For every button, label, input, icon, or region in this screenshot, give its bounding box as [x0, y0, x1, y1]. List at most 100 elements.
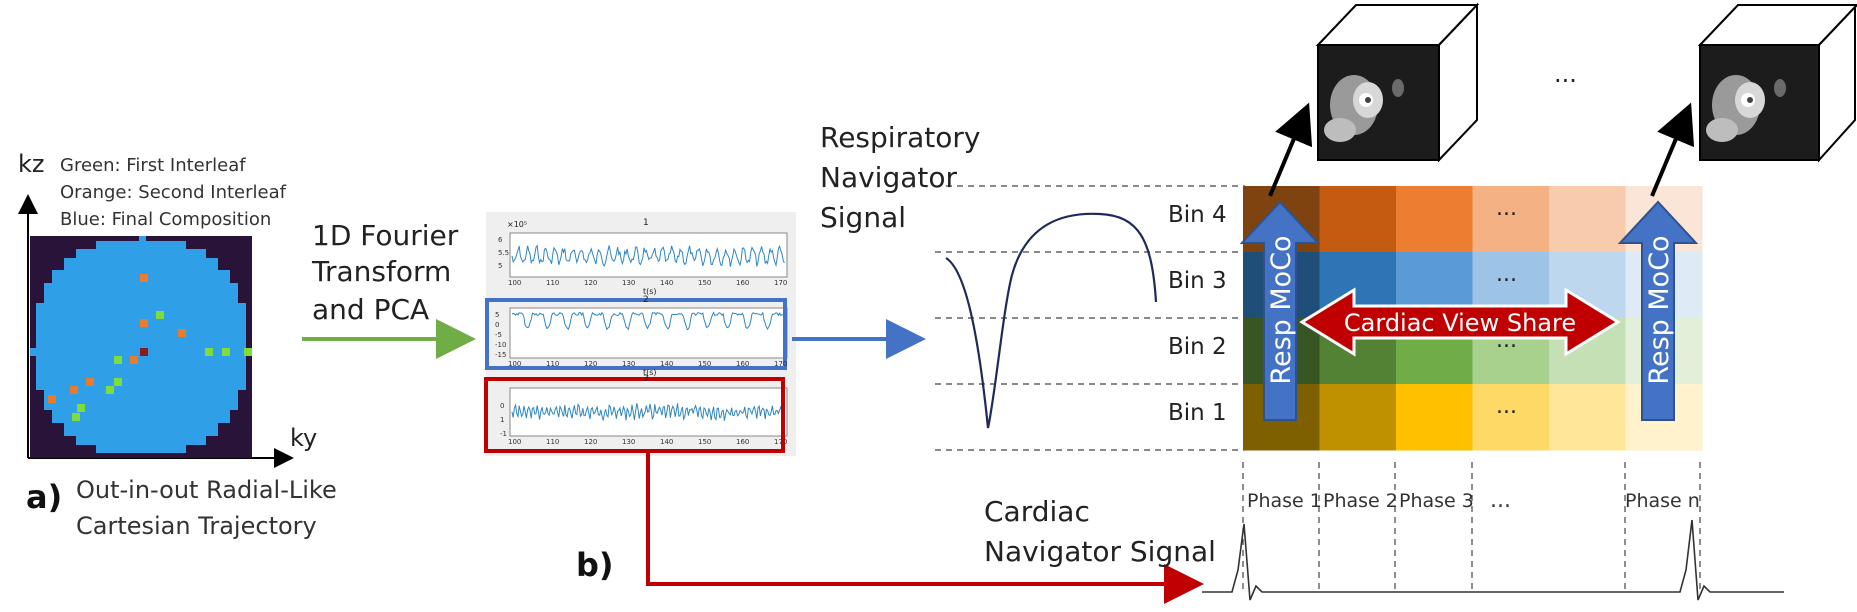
- resp-moco-label-left: Resp MoCo: [1266, 235, 1297, 384]
- respiratory-highlight: [485, 298, 787, 370]
- plot-tick-label: 170: [774, 279, 788, 287]
- processing-line2: Transform: [312, 255, 452, 288]
- phase-label-1: Phase 1: [1247, 490, 1322, 512]
- plot-tick-label: 5: [495, 311, 500, 319]
- plot-tick-label: 100: [508, 279, 522, 287]
- part-a-caption-line1: Out-in-out Radial-Like: [76, 476, 337, 504]
- respiratory-label-line1: Respiratory: [820, 121, 981, 154]
- grid-cell: [1396, 384, 1473, 451]
- plot-tick-label: 170: [774, 360, 788, 368]
- phase-label-ellipsis: ...: [1490, 488, 1511, 513]
- processing-line3: and PCA: [312, 293, 430, 326]
- mri-cube-left: [1315, 2, 1480, 163]
- plot-tick-label: 160: [736, 360, 750, 368]
- plot-tick-label: 130: [622, 279, 636, 287]
- plot-tick-label: 110: [546, 279, 560, 287]
- respiratory-waveform: [945, 212, 1158, 429]
- plot-panel: [484, 212, 796, 456]
- plot-tick-label: 6: [498, 236, 503, 244]
- resp-moco-arrow-right: [1617, 200, 1699, 421]
- plot1-title: 1: [643, 218, 649, 228]
- plot2-xlabel: t(s): [643, 368, 657, 377]
- mri-cube-right: [1697, 4, 1857, 163]
- plot-tick-label: -1: [500, 430, 507, 438]
- respiratory-label-line3: Signal: [820, 201, 907, 234]
- plot-tick-label: 100: [508, 438, 522, 446]
- resp-moco-arrow-left: [1239, 200, 1321, 421]
- plot-tick-label: 170: [774, 438, 788, 446]
- phase-dividers: [1242, 462, 1701, 590]
- bin-dividers: [935, 185, 1245, 451]
- plot-tick-label: 120: [584, 279, 598, 287]
- plot-tick-label: 0: [500, 402, 505, 410]
- ky-axis-label: ky: [290, 424, 318, 452]
- grid-cell: [1319, 186, 1397, 253]
- grid-ellipsis-bin2: ...: [1496, 328, 1517, 353]
- cardiac-view-share-label: Cardiac View Share: [1344, 309, 1576, 337]
- grid-cell: [1396, 186, 1473, 253]
- plot-tick-label: 140: [660, 279, 674, 287]
- plot-tick-label: 5.5: [498, 249, 510, 257]
- plot-tick-label: 1: [500, 416, 505, 424]
- grid-cell: [1472, 186, 1550, 253]
- part-a-letter: a): [26, 478, 63, 516]
- plot1-exponent: ×10⁵: [507, 220, 528, 229]
- plot-tick-label: 140: [660, 360, 674, 368]
- plot-tick-label: 120: [584, 360, 598, 368]
- kspace-panel: [30, 236, 252, 458]
- part-a-caption-line2: Cartesian Trajectory: [76, 512, 317, 540]
- legend-green: Green: First Interleaf: [60, 155, 246, 176]
- ecg-waveform: [1202, 519, 1784, 601]
- plot2-title: 2: [643, 295, 649, 305]
- plot-tick-label: 110: [546, 438, 560, 446]
- resp-moco-label-right: Resp MoCo: [1644, 235, 1675, 384]
- processing-line1: 1D Fourier: [312, 219, 459, 252]
- bin-label-1: Bin 1: [1168, 400, 1227, 426]
- plot-tick-label: -10: [495, 341, 507, 349]
- bin-label-3: Bin 3: [1168, 268, 1227, 294]
- bin-label-4: Bin 4: [1168, 202, 1227, 228]
- plot-tick-label: 150: [698, 360, 712, 368]
- plot-tick-label: 150: [698, 438, 712, 446]
- grid-ellipsis-bin4: ...: [1496, 196, 1517, 221]
- respiratory-label-line2: Navigator: [820, 161, 958, 194]
- legend-blue: Blue: Final Composition: [60, 209, 272, 230]
- plot-tick-label: 130: [622, 438, 636, 446]
- bin-label-2: Bin 2: [1168, 334, 1227, 360]
- plot-tick-label: -5: [495, 331, 502, 339]
- plot3-title: 3: [643, 374, 649, 384]
- grid-cell: [1549, 186, 1626, 253]
- part-b-letter: b): [576, 546, 614, 584]
- plot-tick-label: 160: [736, 438, 750, 446]
- arrow-to-cube-left: [1268, 102, 1313, 197]
- plot-tick-label: 100: [508, 360, 522, 368]
- cardiac-view-share-arrow: [1299, 287, 1621, 357]
- plot1-xlabel: t(s): [643, 287, 657, 296]
- phase-label-3: Phase 3: [1399, 490, 1474, 512]
- cardiac-highlight: [484, 377, 785, 453]
- plot-tick-label: 130: [622, 360, 636, 368]
- grid-ellipsis-bin3: ...: [1496, 262, 1517, 287]
- plot-tick-label: 110: [546, 360, 560, 368]
- plot-tick-label: 140: [660, 438, 674, 446]
- plot-tick-label: 0: [495, 321, 500, 329]
- cardiac-label-line2: Navigator Signal: [984, 535, 1216, 568]
- legend-orange: Orange: Second Interleaf: [60, 182, 286, 203]
- phase-label-n: Phase n: [1625, 490, 1700, 512]
- plot-tick-label: 160: [736, 279, 750, 287]
- kz-axis-label: kz: [18, 150, 45, 178]
- plot-tick-label: 150: [698, 279, 712, 287]
- plot-tick-label: -15: [495, 351, 507, 359]
- grid-cell: [1549, 384, 1626, 451]
- plot-tick-label: 120: [584, 438, 598, 446]
- cardiac-label-line1: Cardiac: [984, 495, 1090, 528]
- plot-tick-label: 5: [498, 262, 503, 270]
- grid-cell: [1472, 384, 1550, 451]
- grid-cell: [1319, 384, 1397, 451]
- phase-label-2: Phase 2: [1323, 490, 1398, 512]
- cardiac-arrow: [646, 453, 1204, 604]
- grid-ellipsis-bin1: ...: [1496, 394, 1517, 419]
- cube-ellipsis: ...: [1554, 60, 1577, 88]
- arrow-to-cube-right: [1650, 102, 1695, 197]
